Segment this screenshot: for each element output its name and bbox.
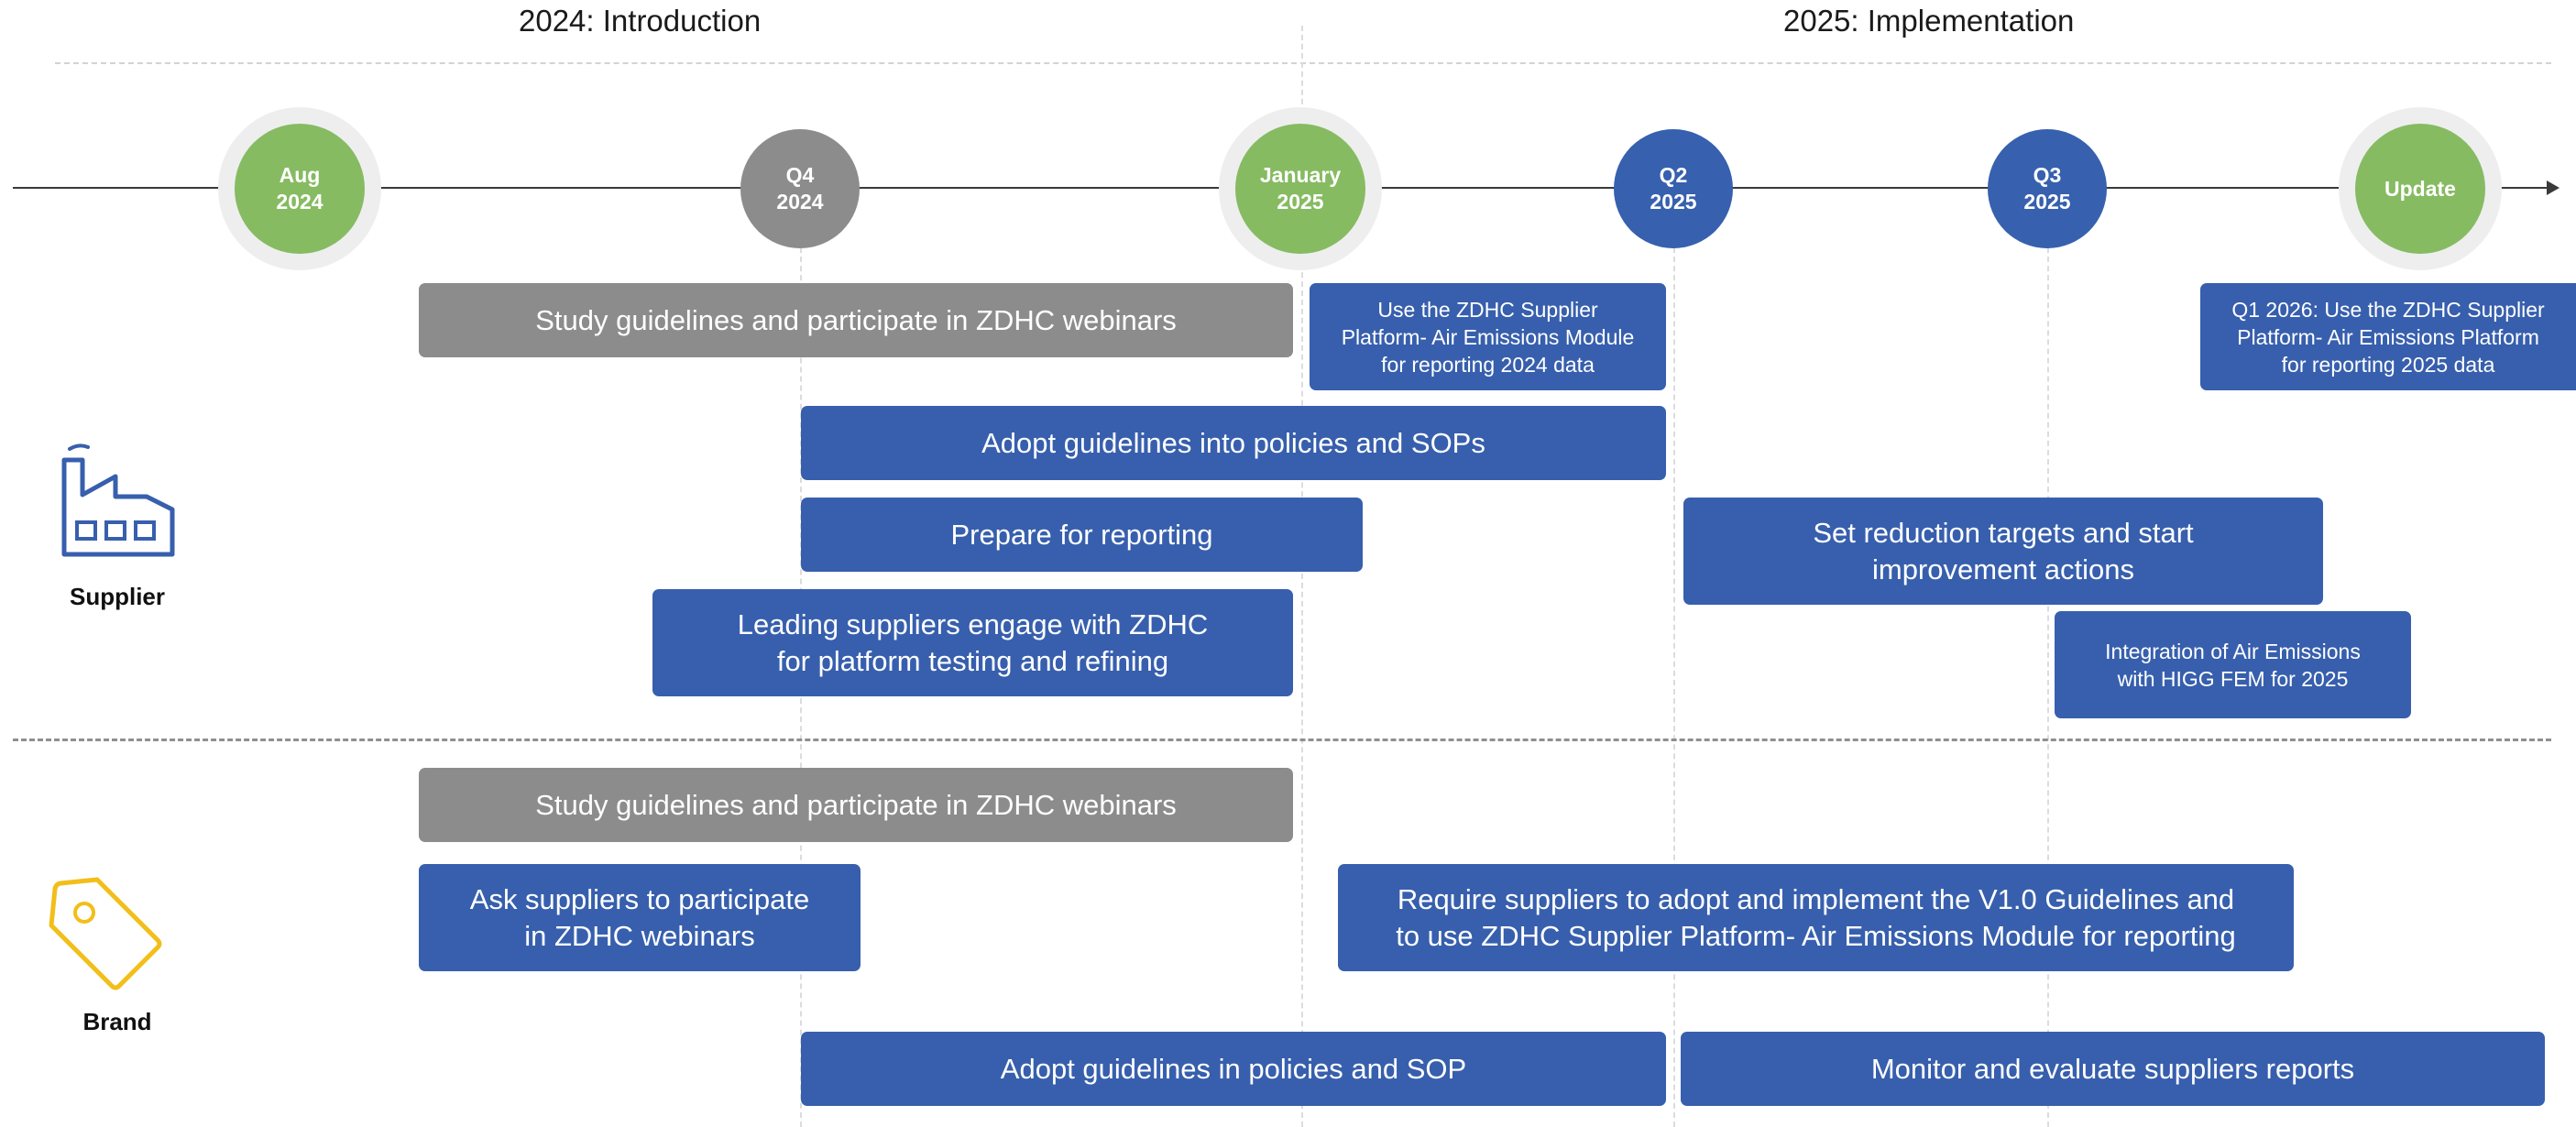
price-tag-icon: [44, 872, 167, 995]
milestone-q3-2025: Q3 2025: [1988, 129, 2107, 248]
task-text: Adopt guidelines in policies and SOP: [1000, 1052, 1467, 1085]
task-text: with HIGG FEM for 2025: [2117, 666, 2349, 691]
supplier-task-use-platform-2024: Use the ZDHC Supplier Platform- Air Emis…: [1310, 283, 1666, 390]
section-divider: [13, 739, 2551, 741]
supplier-task-use-platform-2025: Q1 2026: Use the ZDHC Supplier Platform-…: [2200, 283, 2576, 390]
supplier-task-leading-suppliers: Leading suppliers engage with ZDHC for p…: [652, 589, 1293, 696]
role-label-brand: Brand: [82, 1008, 152, 1035]
task-text: Monitor and evaluate suppliers reports: [1870, 1052, 2355, 1085]
task-text: Use the ZDHC Supplier: [1377, 297, 1598, 322]
supplier-task-reduction-targets: Set reduction targets and start improvem…: [1683, 498, 2323, 605]
brand-task-ask-suppliers: Ask suppliers to participate in ZDHC web…: [419, 864, 860, 971]
task-text: Set reduction targets and start: [1813, 516, 2194, 549]
brand-task-study-guidelines: Study guidelines and participate in ZDHC…: [419, 768, 1293, 842]
milestone-january-2025: January 2025: [1235, 124, 1365, 254]
task-text: Platform- Air Emissions Platform: [2237, 324, 2539, 349]
milestone-line1: Aug: [279, 163, 321, 187]
period-rule: [55, 62, 2551, 64]
task-text: for reporting 2025 data: [2281, 352, 2495, 377]
guide-q2-2025: [1673, 247, 1675, 1127]
period-title-2025: 2025: Implementation: [1783, 4, 2075, 38]
task-text: improvement actions: [1871, 553, 2134, 585]
milestone-line2: 2024: [276, 190, 323, 213]
task-text: Require suppliers to adopt and implement…: [1397, 882, 2235, 915]
timeline-arrow-icon: [2547, 181, 2560, 195]
milestone-line2: 2025: [1650, 190, 1697, 213]
brand-task-require-suppliers: Require suppliers to adopt and implement…: [1338, 864, 2294, 971]
factory-icon: [55, 440, 180, 559]
role-label-supplier: Supplier: [69, 583, 165, 610]
task-text: Ask suppliers to participate: [469, 882, 810, 915]
task-text: Platform- Air Emissions Module: [1341, 324, 1635, 349]
milestone-line2: 2025: [1277, 190, 1324, 213]
milestone-q4-2024: Q4 2024: [740, 129, 860, 248]
supplier-task-adopt-guidelines: Adopt guidelines into policies and SOPs: [801, 406, 1666, 480]
task-text: Q1 2026: Use the ZDHC Supplier: [2231, 297, 2545, 322]
milestone-line1: Update: [2384, 176, 2456, 201]
task-text: Leading suppliers engage with ZDHC: [737, 607, 1209, 640]
task-text: Study guidelines and participate in ZDHC…: [535, 303, 1177, 336]
supplier-task-study-guidelines: Study guidelines and participate in ZDHC…: [419, 283, 1293, 357]
milestone-line2: 2025: [2023, 190, 2071, 213]
milestone-update: Update: [2355, 124, 2485, 254]
brand-task-monitor-reports: Monitor and evaluate suppliers reports: [1681, 1032, 2545, 1106]
task-text: in ZDHC webinars: [524, 919, 755, 952]
milestone-aug-2024: Aug 2024: [235, 124, 365, 254]
guide-q3-2025: [2047, 247, 2049, 1127]
period-title-2024: 2024: Introduction: [519, 4, 762, 38]
milestone-line1: Q2: [1659, 163, 1688, 187]
task-text: for platform testing and refining: [776, 644, 1169, 677]
task-text: to use ZDHC Supplier Platform- Air Emiss…: [1396, 919, 2236, 952]
milestone-line1: January: [1259, 163, 1342, 187]
supplier-task-higg-integration: Integration of Air Emissions with HIGG F…: [2055, 611, 2411, 718]
task-text: Integration of Air Emissions: [2105, 639, 2361, 663]
task-text: Study guidelines and participate in ZDHC…: [535, 788, 1177, 821]
supplier-task-prepare-reporting: Prepare for reporting: [801, 498, 1363, 572]
milestone-line2: 2024: [776, 190, 824, 213]
task-text: Adopt guidelines into policies and SOPs: [981, 426, 1485, 459]
period-divider-guide: [1301, 26, 1303, 1127]
milestone-q2-2025: Q2 2025: [1614, 129, 1733, 248]
milestone-line1: Q3: [2033, 163, 2062, 187]
task-text: for reporting 2024 data: [1381, 352, 1595, 377]
brand-task-adopt-guidelines: Adopt guidelines in policies and SOP: [801, 1032, 1666, 1106]
task-text: Prepare for reporting: [950, 518, 1213, 551]
milestone-line1: Q4: [785, 163, 815, 187]
